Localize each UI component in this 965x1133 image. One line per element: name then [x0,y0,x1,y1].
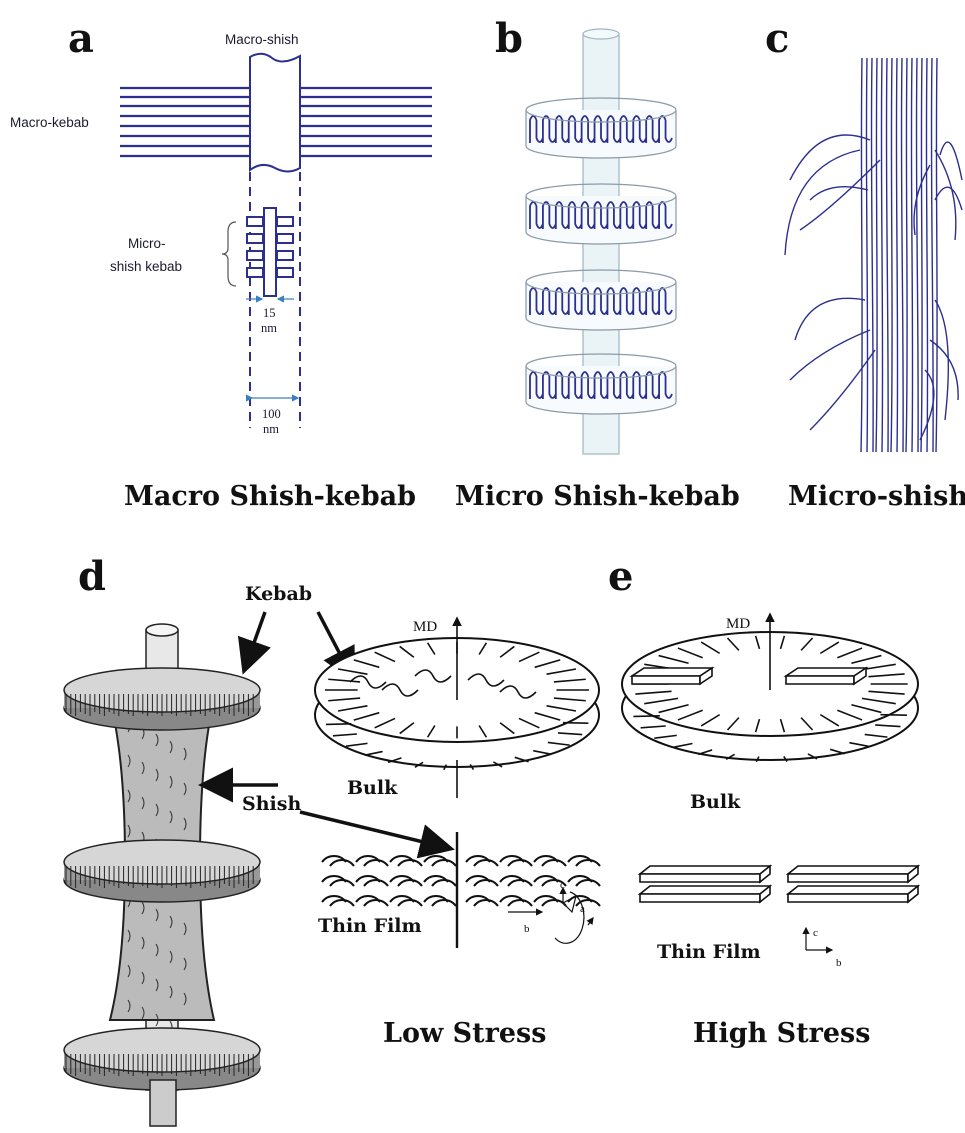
caption-b: Micro Shish-kebab [455,481,740,512]
panel-a-letter: a [68,15,94,62]
dim100-unit: nm [263,422,279,436]
thin-film-lamellae-low [322,856,600,906]
macro-shish-label: Macro-shish [225,32,299,47]
macro-kebab-label: Macro-kebab [10,115,89,130]
shish-label: Shish [242,793,301,815]
panel-b-letter: b [495,15,523,62]
md-label-low: MD [413,619,437,635]
bulk-label-low: Bulk [347,777,398,799]
thin-film-label-high: Thin Film [657,941,761,963]
low-stress-disks [315,618,599,798]
caption-d: Low Stress [383,1018,546,1049]
kebab-arrow-left [245,612,265,668]
md-label-high: MD [726,616,750,632]
axes-high [806,928,832,950]
panel-c: c Micro-shish [765,15,965,512]
micro-shish-kebab [247,208,293,296]
panel-e: e MD Bulk Thin Film c b High Stress [608,553,918,1049]
bulk-label-high: Bulk [690,791,741,813]
axis-b-high: b [836,957,842,969]
micro-shish-bundle [785,58,962,452]
macro-shish-block [250,54,300,172]
thin-film-slabs-high [640,866,918,902]
caption-e: High Stress [693,1018,870,1049]
shish-kebab-3d [64,624,260,1126]
panel-e-letter: e [608,553,633,600]
dim100-value: 100 [262,407,281,421]
panel-d-letter: d [78,553,106,600]
micro-label-2: shish kebab [110,259,182,274]
caption-c: Micro-shish [788,481,965,512]
kebab-label: Kebab [245,583,312,605]
panel-c-letter: c [765,15,789,62]
panel-d: d Kebab Shish MD Bulk Thin [64,553,600,1126]
caption-a: Macro Shish-kebab [124,481,416,512]
axis-c-low: c [560,879,565,891]
axis-b-low: b [524,923,530,935]
cylinder-top [583,29,619,39]
thin-film-label-low: Thin Film [318,915,422,937]
panel-b: b Micro Shish-kebab [455,15,740,512]
high-stress-disks [622,614,918,762]
micro-label-1: Micro- [128,236,166,251]
dim15-value: 15 [263,306,276,320]
dim15-unit: nm [261,321,277,335]
axis-a-low: a [580,903,585,915]
axis-c-high: c [813,927,818,939]
panel-a: a Macro-shish Macro-kebab [10,15,432,512]
micro-brace [222,222,236,286]
shish-arrow-right [300,812,448,848]
